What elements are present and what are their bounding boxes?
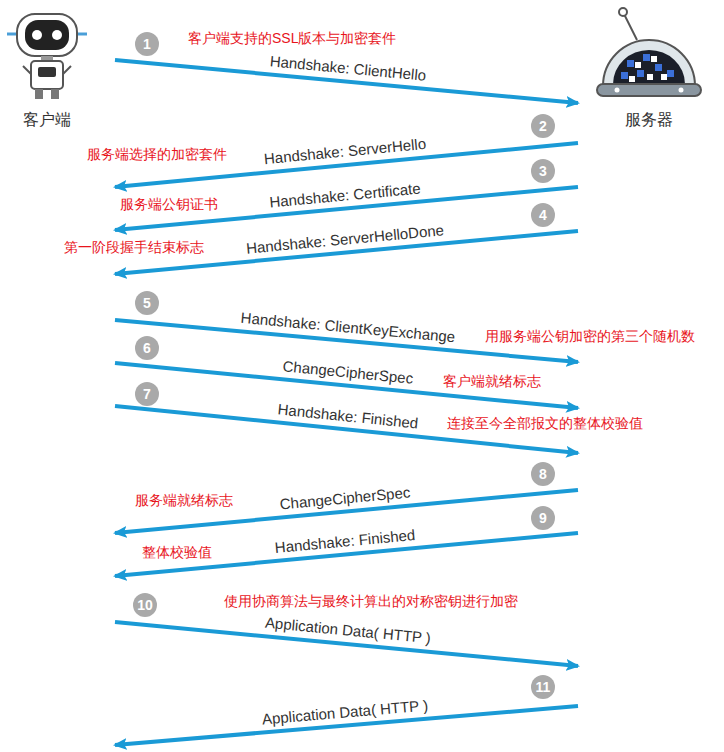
callout-number: 3 <box>531 159 555 183</box>
actor-label: 服务器 <box>625 110 673 130</box>
callout-number: 5 <box>135 291 159 315</box>
callout-number: 2 <box>531 114 555 138</box>
message-label: Handshake: ServerHello <box>261 135 428 168</box>
annotation-note: 客户端就绪标志 <box>441 373 543 389</box>
annotation-note: 整体校验值 <box>140 544 214 560</box>
callout-number: 1 <box>135 32 159 56</box>
callout-number: 11 <box>531 675 555 699</box>
annotation-note: 服务端就绪标志 <box>133 492 235 508</box>
message-label: Handshake: Finished <box>275 400 421 432</box>
callout-number: 6 <box>135 336 159 360</box>
callout-number: 9 <box>531 506 555 530</box>
message-label: Application Data( HTTP ) <box>262 614 433 647</box>
callout-number: 8 <box>531 462 555 486</box>
annotation-note: 服务端选择的加密套件 <box>85 146 229 162</box>
annotation-note: 第一阶段握手结束标志 <box>62 239 206 255</box>
client-robot-icon <box>5 4 89 104</box>
annotation-note: 使用协商算法与最终计算出的对称密钥进行加密 <box>222 593 520 609</box>
annotation-note: 连接至今全部报文的整体校验值 <box>445 415 645 431</box>
actor-label: 客户端 <box>23 110 71 130</box>
callout-number: 10 <box>133 593 157 617</box>
message-label: Handshake: ClientHello <box>267 52 429 84</box>
actor-column: 客户端 <box>0 4 115 748</box>
callout-number: 7 <box>135 382 159 406</box>
server-dome-icon <box>593 4 705 104</box>
annotation-note: 服务端公钥证书 <box>118 196 220 212</box>
annotation-note: 客户端支持的SSL版本与加密套件 <box>186 30 398 46</box>
actor-column: 服务器 <box>578 4 720 748</box>
callout-number: 4 <box>531 203 555 227</box>
annotation-note: 用服务端公钥加密的第三个随机数 <box>483 328 697 344</box>
